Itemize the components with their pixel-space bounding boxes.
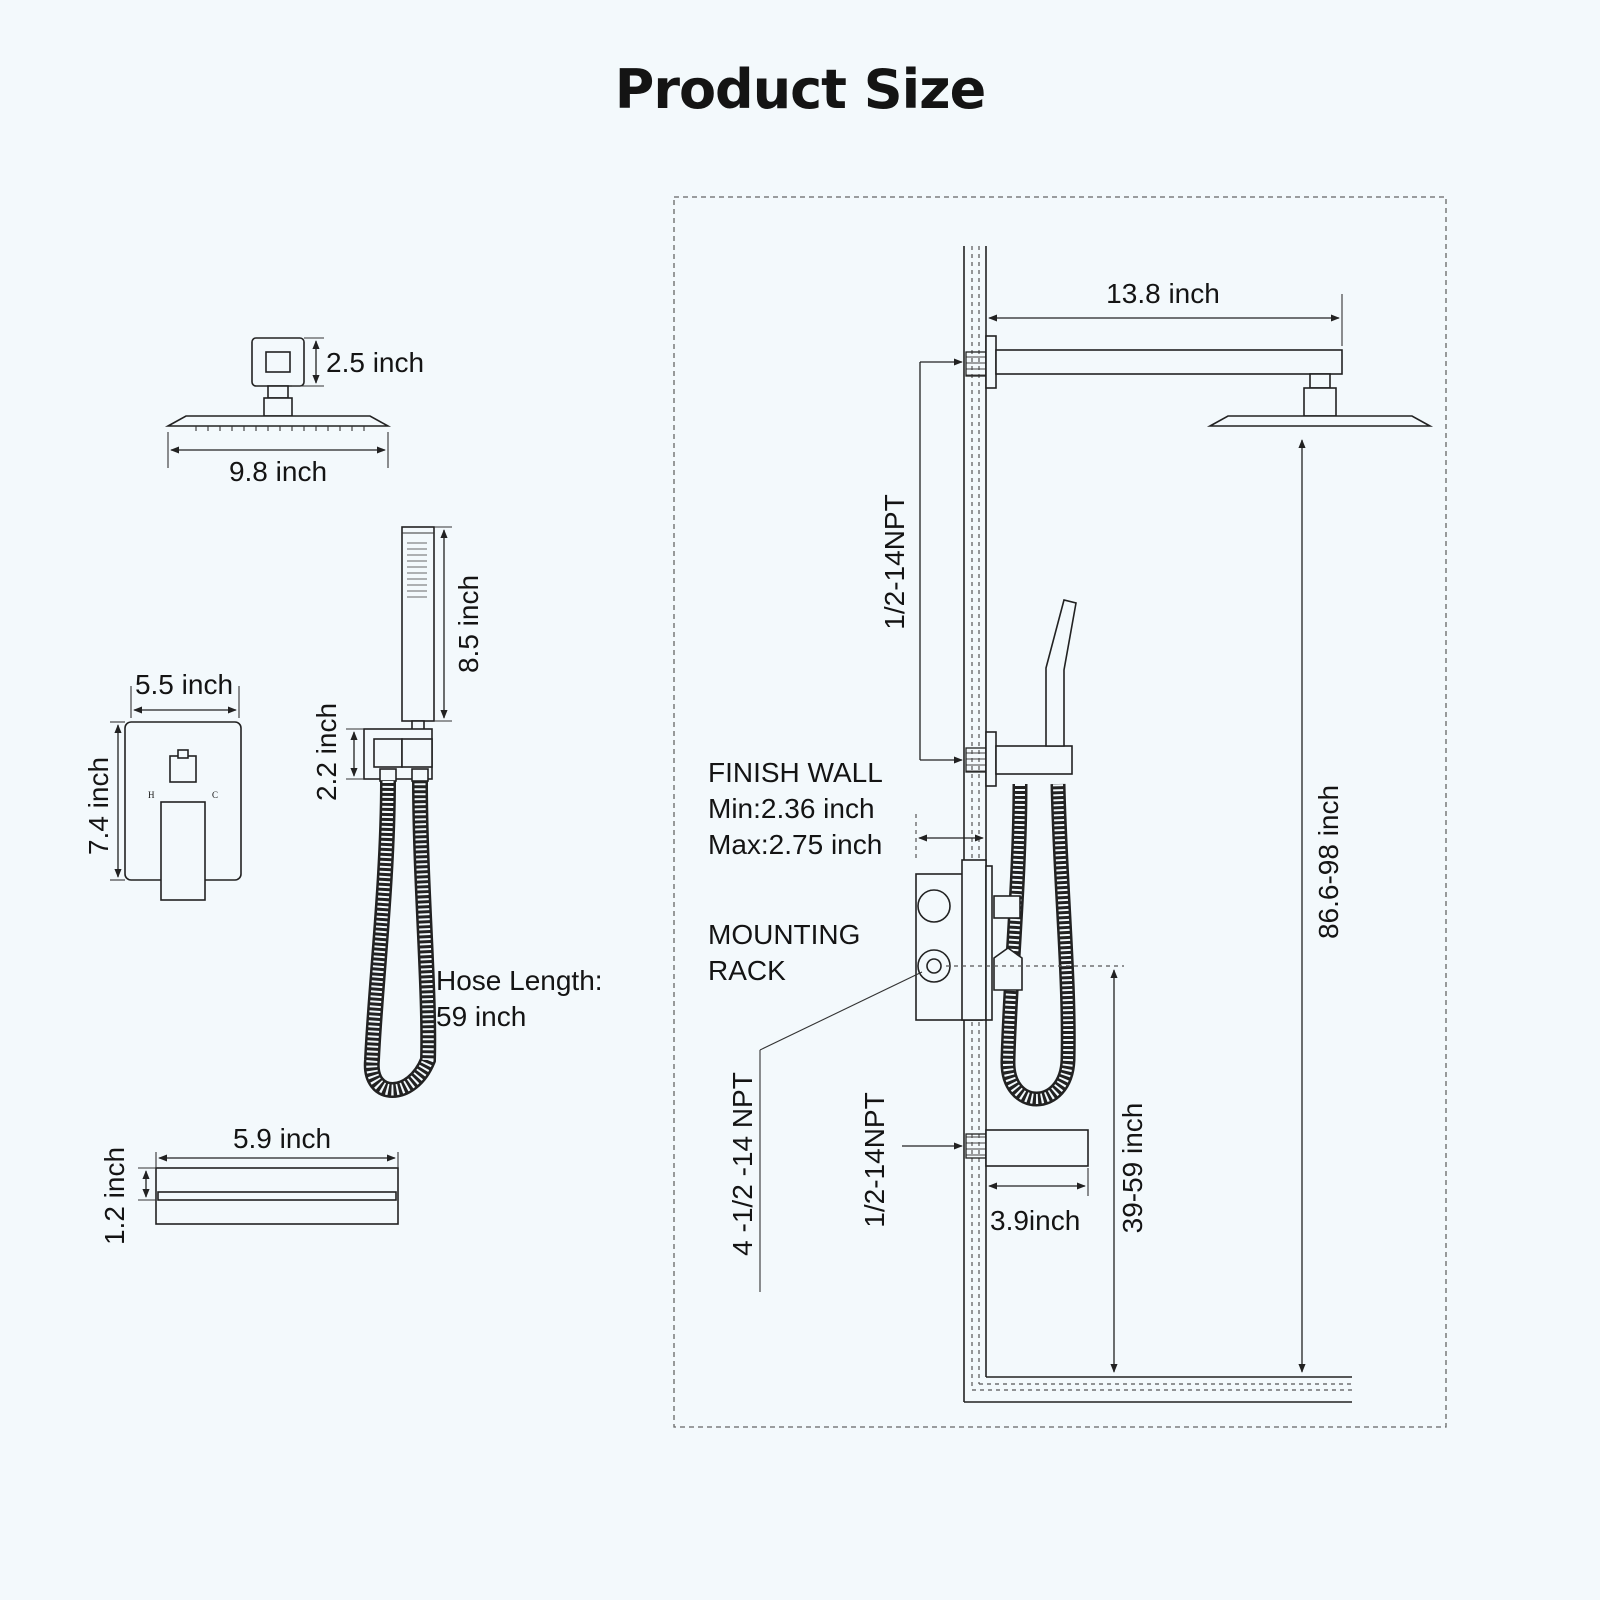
spout-width-label: 5.9 inch xyxy=(233,1123,331,1154)
installation-diagram: 13.8 inch 1/2-14NPT FINISH WALL Min:2.36… xyxy=(673,196,1447,1428)
mounting-rack xyxy=(915,859,1124,1021)
spout-length-label: 3.9inch xyxy=(990,1205,1080,1236)
head-height-label: 86.6-98 inch xyxy=(1313,785,1344,939)
page-title: Product Size xyxy=(614,58,986,121)
valve-height-label: 39-59 inch xyxy=(1117,1103,1148,1234)
mounting-rack-label-2: RACK xyxy=(708,955,786,986)
hand-shower-length-label: 8.5 inch xyxy=(453,575,484,673)
spout-height-label: 1.2 inch xyxy=(99,1147,130,1245)
shower-head-drawing: 2.5 inch 9.8 inch xyxy=(164,337,424,487)
cold-mark: C xyxy=(212,790,218,800)
plate-height-label: 7.4 inch xyxy=(83,757,114,855)
holder-height-label: 2.2 inch xyxy=(311,703,342,801)
hand-shower-holder xyxy=(965,599,1077,1107)
tub-spout-drawing: 5.9 inch 1.2 inch xyxy=(99,1123,399,1245)
inlet-thread-top-label: 1/2-14NPT xyxy=(879,494,910,629)
finish-wall-min: Min:2.36 inch xyxy=(708,793,875,824)
plate-width-label: 5.5 inch xyxy=(135,669,233,700)
installed-tub-spout xyxy=(902,1129,1089,1196)
spout-thread-label: 1/2-14NPT xyxy=(859,1092,890,1227)
finish-wall-title: FINISH WALL xyxy=(708,757,883,788)
hose-length-value: 59 inch xyxy=(436,1001,526,1032)
mounting-rack-label-1: MOUNTING xyxy=(708,919,860,950)
hot-mark: H xyxy=(148,790,155,800)
hose-length-title: Hose Length: xyxy=(436,965,603,996)
valve-thread-label: 4 -1/2 -14 NPT xyxy=(727,1072,758,1256)
valve-plate-drawing: H C 5.5 inch 7.4 inch xyxy=(83,669,242,901)
arm-length-label: 13.8 inch xyxy=(1106,278,1220,309)
installation-frame xyxy=(673,196,1447,1428)
finish-wall-max: Max:2.75 inch xyxy=(708,829,882,860)
shower-head-height-label: 2.5 inch xyxy=(326,347,424,378)
shower-arm: 13.8 inch xyxy=(965,278,1434,427)
finish-wall xyxy=(963,246,1352,1403)
shower-head-width-label: 9.8 inch xyxy=(229,456,327,487)
hand-shower-drawing: 8.5 inch 2.2 inch Hose Length: 59 inch xyxy=(311,526,603,1098)
